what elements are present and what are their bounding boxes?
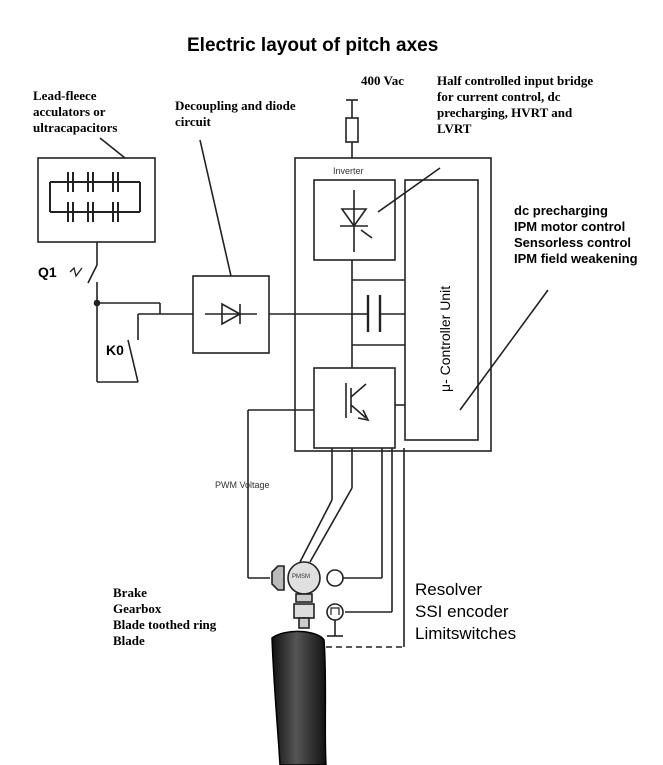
igbt-symbol [345,383,370,422]
k0-label: K0 [106,342,124,358]
storage-label: Lead-fleece acculators or ultracapacitor… [33,88,118,135]
dc-link-capacitor [366,295,382,332]
thyristor-symbol [340,190,373,252]
sensors-label: Resolver SSI encoder Limitswitches [415,580,517,643]
storage-bank-box [37,157,156,243]
pmsm-label: PMSM [292,574,310,580]
diode-symbol [205,302,257,326]
pwm-voltage-label: PWM Voltage [215,480,270,490]
q1-label: Q1 [38,264,57,280]
capacitor-bank [49,172,141,222]
inverter-label: Inverter [333,166,364,176]
brake-symbol [271,565,285,591]
diagram-title: Electric layout of pitch axes [187,35,439,56]
limit-switch [326,603,344,621]
controller-unit-box [404,179,479,441]
gearbox-symbol [295,593,313,603]
fuse [345,117,359,143]
decoupling-label: Decoupling and diode circuit [175,98,296,129]
supply-label: 400 Vac [361,73,404,88]
functions-label: dc precharging IPM motor control Sensorl… [514,203,638,266]
mechanical-label: Brake Gearbox Blade toothed ring Blade [113,585,217,648]
resolver-symbol [326,569,344,587]
bridge-label: Half controlled input bridge for current… [437,73,594,136]
rectifier-bridge-box [313,179,396,261]
rotor-blade [271,630,327,765]
controller-unit-label: μ- Controller Unit [437,285,453,392]
inverter-box [294,157,492,452]
igbt-box [313,367,396,449]
